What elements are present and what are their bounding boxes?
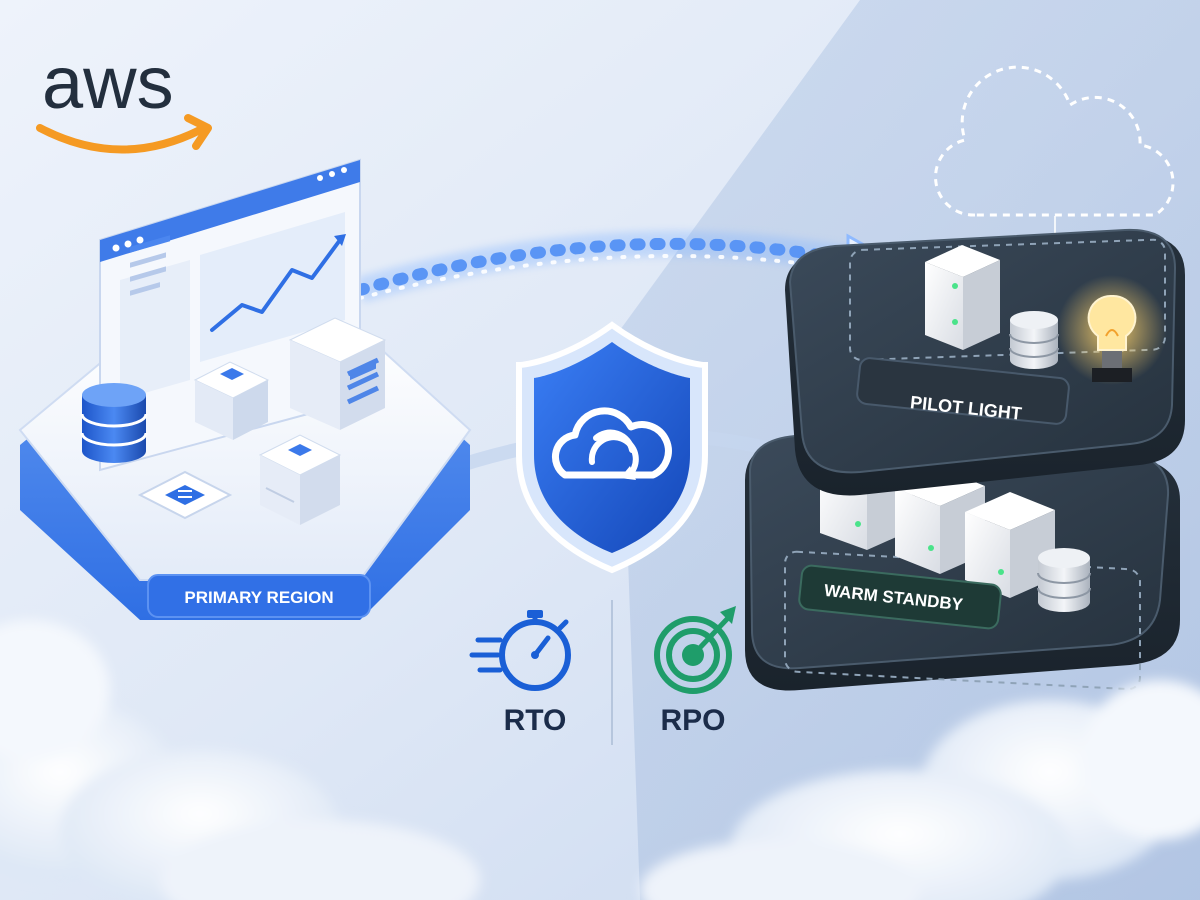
- cloud-bottom-left: [0, 620, 480, 900]
- warm-standby-platform: WARM STANDBY: [745, 434, 1180, 691]
- rpo-label: RPO: [660, 704, 725, 737]
- warm-standby-label: WARM STANDBY: [798, 564, 1002, 630]
- server-box-icon: [288, 317, 387, 430]
- light-bulb-icon: [1057, 275, 1167, 385]
- compute-cube-icon: [193, 361, 270, 440]
- rto-label: RTO: [504, 704, 567, 737]
- pilot-database-icon: [1009, 311, 1059, 369]
- pilot-light-platform: PILOT LIGHT: [785, 228, 1185, 496]
- primary-region-text: PRIMARY REGION: [184, 588, 333, 607]
- cloud-bottom-right: [640, 680, 1200, 900]
- aws-logo: aws: [36, 41, 212, 154]
- trend-line: [210, 238, 342, 332]
- primary-region-platform: PRIMARY REGION: [18, 158, 472, 620]
- metrics-section: RTO RPO: [469, 600, 736, 745]
- aws-smile-arc: [36, 124, 204, 154]
- chip-icon: [137, 470, 233, 520]
- standby-database-icon: [1037, 548, 1091, 612]
- aws-logo-text: aws: [42, 41, 174, 124]
- pilot-server: [925, 245, 1000, 350]
- aws-smile-arrow: [184, 114, 212, 150]
- dashboard-window: [99, 158, 361, 472]
- stopwatch-icon: [469, 610, 571, 691]
- shield-cloud-sync-icon: [516, 321, 708, 574]
- target-icon: [654, 606, 736, 694]
- storage-box-icon: [258, 434, 342, 525]
- database-icon: [80, 383, 148, 463]
- primary-region-label: PRIMARY REGION: [147, 574, 371, 618]
